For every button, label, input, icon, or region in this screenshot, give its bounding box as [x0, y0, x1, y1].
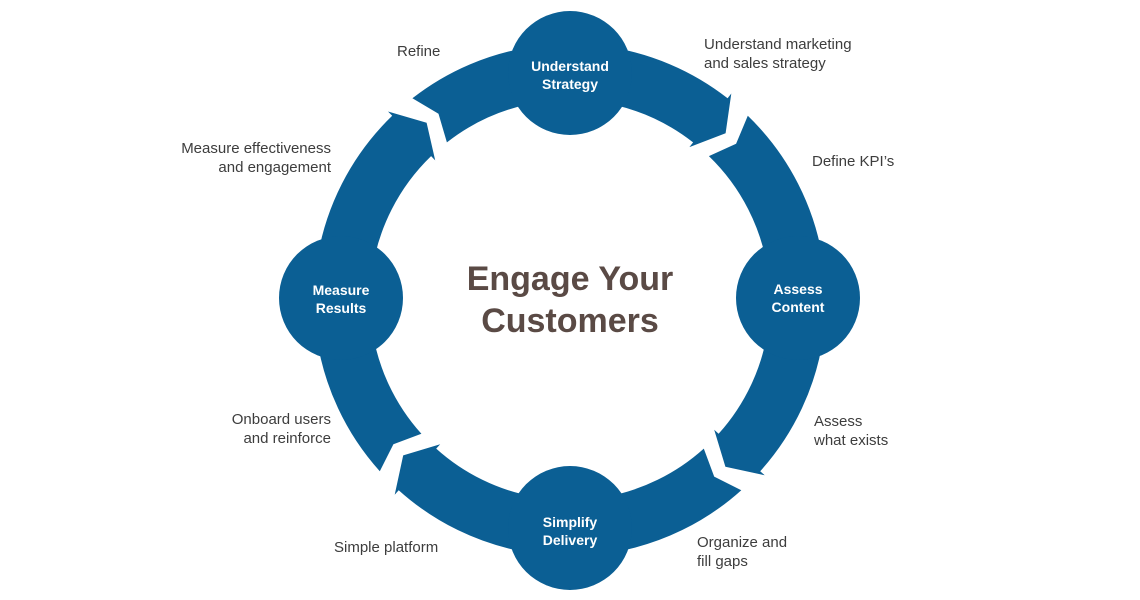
annotation-line: what exists [814, 432, 889, 449]
annotation-assess-what-exists: Assess what exists [814, 412, 888, 450]
node-simplify-delivery[interactable] [508, 466, 632, 590]
node-label-measure-results: Measure Results [281, 281, 401, 317]
annotation-define-kpis: Define KPI’s [812, 153, 895, 170]
annotation-line: Understand marketing [704, 36, 852, 53]
node-label-line: Strategy [541, 76, 599, 92]
annotation-simple-platform: Simple platform [334, 539, 439, 556]
annotation-line: and sales strategy [704, 55, 826, 72]
annotation-line: fill gaps [697, 553, 748, 570]
node-label-line: Content [771, 299, 825, 315]
annotation-organize-fill-gaps: Organize and fill gaps [697, 533, 787, 571]
annotation-line: Organize and [697, 534, 788, 551]
diagram-title: Engage Your Customers [420, 258, 720, 342]
annotation-line: and reinforce [243, 430, 331, 447]
annotation-measure-effectiveness: Measure effectiveness and engagement [160, 139, 331, 177]
node-understand-strategy[interactable] [508, 11, 632, 135]
annotation-understand-marketing: Understand marketing and sales strategy [704, 35, 852, 73]
node-measure-results[interactable] [279, 236, 403, 360]
diagram-title-line2: Customers [481, 302, 659, 340]
node-label-line: Simplify [542, 514, 598, 530]
node-label-line: Understand [531, 58, 609, 74]
node-assess-content[interactable] [736, 236, 860, 360]
diagram-title-line1: Engage Your [466, 260, 674, 298]
node-label-line: Results [315, 300, 367, 316]
annotation-line: Onboard users [231, 411, 331, 428]
annotation-line: Measure effectiveness [181, 140, 331, 157]
annotation-onboard-users: Onboard users and reinforce [200, 410, 331, 448]
node-label-simplify-delivery: Simplify Delivery [510, 513, 630, 549]
node-label-line: Measure [312, 282, 370, 298]
annotation-line: Assess [814, 413, 863, 430]
arrow-measure-to-effectiveness [316, 111, 436, 273]
arrow-delivery-to-onboard [394, 444, 536, 553]
node-label-line: Delivery [542, 532, 598, 548]
node-label-understand-strategy: Understand Strategy [510, 57, 630, 93]
node-label-assess-content: Assess Content [738, 280, 858, 316]
node-label-line: Assess [773, 281, 823, 297]
annotation-refine: Refine [397, 43, 441, 60]
annotation-line: and engagement [218, 159, 331, 176]
arrow-assess-to-organize [714, 327, 824, 476]
